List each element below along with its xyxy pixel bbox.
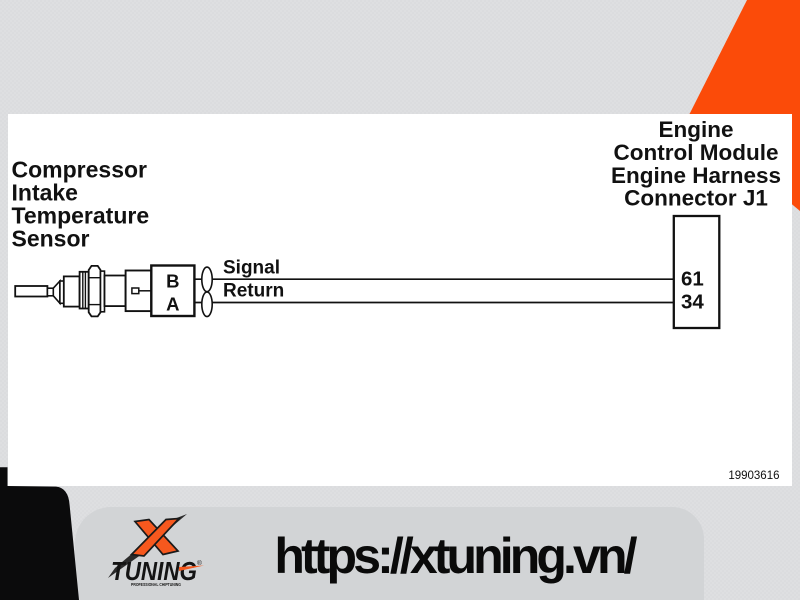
svg-text:Intake: Intake xyxy=(12,180,78,206)
svg-text:Return: Return xyxy=(223,281,284,302)
svg-text:®: ® xyxy=(197,559,202,567)
svg-text:Control Module: Control Module xyxy=(614,140,779,165)
svg-text:19903616: 19903616 xyxy=(728,470,779,482)
svg-text:B: B xyxy=(166,271,179,292)
svg-text:Sensor: Sensor xyxy=(12,226,90,252)
svg-text:61: 61 xyxy=(681,268,704,291)
svg-text:Temperature: Temperature xyxy=(12,203,150,229)
svg-text:34: 34 xyxy=(681,291,704,314)
svg-text:Signal: Signal xyxy=(223,258,280,279)
svg-text:Compressor: Compressor xyxy=(12,157,148,183)
svg-text:Engine Harness: Engine Harness xyxy=(611,163,781,188)
svg-text:Connector J1: Connector J1 xyxy=(624,186,768,211)
svg-text:A: A xyxy=(166,294,179,315)
svg-text:TUNING: TUNING xyxy=(111,556,197,586)
svg-text:PROFESSIONAL CHIPTUNING: PROFESSIONAL CHIPTUNING xyxy=(131,582,181,587)
svg-text:Engine: Engine xyxy=(658,117,733,142)
